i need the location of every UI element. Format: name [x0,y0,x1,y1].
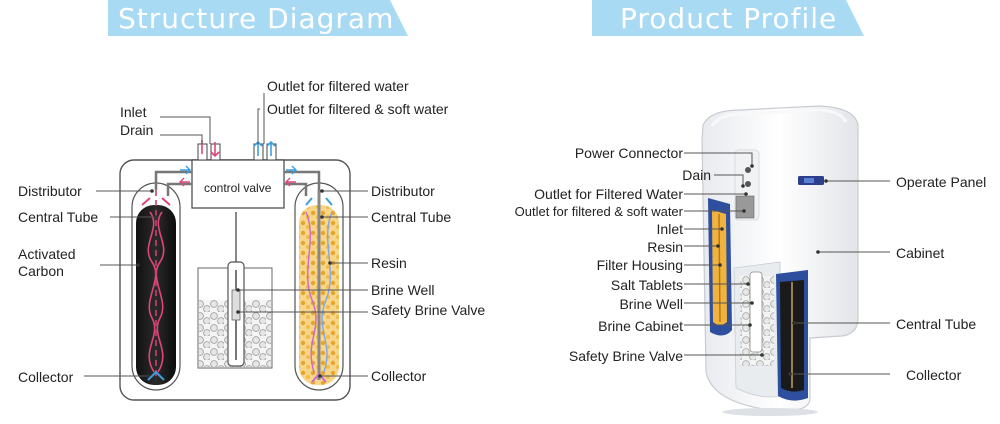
outlet-filtered-soft-profile-label: Outlet for filtered & soft water [514,204,683,219]
profile-leader-dots [716,164,828,376]
banner-background [592,0,864,36]
central-tube-right-label: Central Tube [371,209,452,225]
distributor-left-label: Distributor [18,183,82,199]
carbon-tank [131,182,181,391]
inlet-profile-label: Inlet [656,221,683,237]
inlet-label: Inlet [120,104,147,120]
profile-leader-lines [684,152,890,375]
control-valve-label: control valve [204,181,272,195]
operate-panel-label: Operate Panel [896,174,987,190]
softener-cabinet [701,105,859,416]
product-profile-banner: Product Profile [592,0,864,36]
structure-diagram-title: Structure Diagram [118,2,395,35]
brine-well-assembly [197,212,273,369]
resin-tank [294,182,344,391]
central-tube-left-label: Central Tube [18,209,99,225]
filter-housing-label: Filter Housing [596,257,683,273]
leader-dots [136,189,332,378]
resin-label: Resin [371,255,407,271]
distributor-right-label: Distributor [371,183,435,199]
central-tube-profile-label: Central Tube [896,316,977,332]
brine-well-profile-label: Brine Well [619,296,683,312]
safety-brine-valve-profile-label: Safety Brine Valve [568,348,683,364]
activated-carbon-label-line1: Activated [18,246,76,262]
cabinet-label: Cabinet [896,245,945,261]
outlet-filtered-water-label: Outlet for Filtered Water [534,186,683,202]
structure-diagram-banner: Structure Diagram [108,0,408,36]
activated-carbon-label-line2: Carbon [18,263,64,279]
brine-well-label: Brine Well [371,282,435,298]
dain-label: Dain [682,167,711,183]
resin-profile-label: Resin [647,239,683,255]
power-connector-label: Power Connector [574,145,683,161]
safety-brine-valve-label: Safety Brine Valve [371,302,486,318]
banner-background [108,0,408,36]
product-profile-title: Product Profile [620,2,838,35]
collector-right-label: Collector [371,368,427,384]
brine-cabinet-label: Brine Cabinet [598,318,683,334]
outlet-filtered-label: Outlet for filtered water [267,78,409,94]
drain-label: Drain [120,122,154,138]
salt-tablets-label: Salt Tablets [610,277,683,293]
outlet-filtered-soft-label: Outlet for filtered & soft water [267,101,449,117]
collector-profile-label: Collector [906,367,962,383]
collector-left-label: Collector [18,369,74,385]
control-valve-assembly [154,140,321,209]
structure-leader-lines [84,93,368,377]
